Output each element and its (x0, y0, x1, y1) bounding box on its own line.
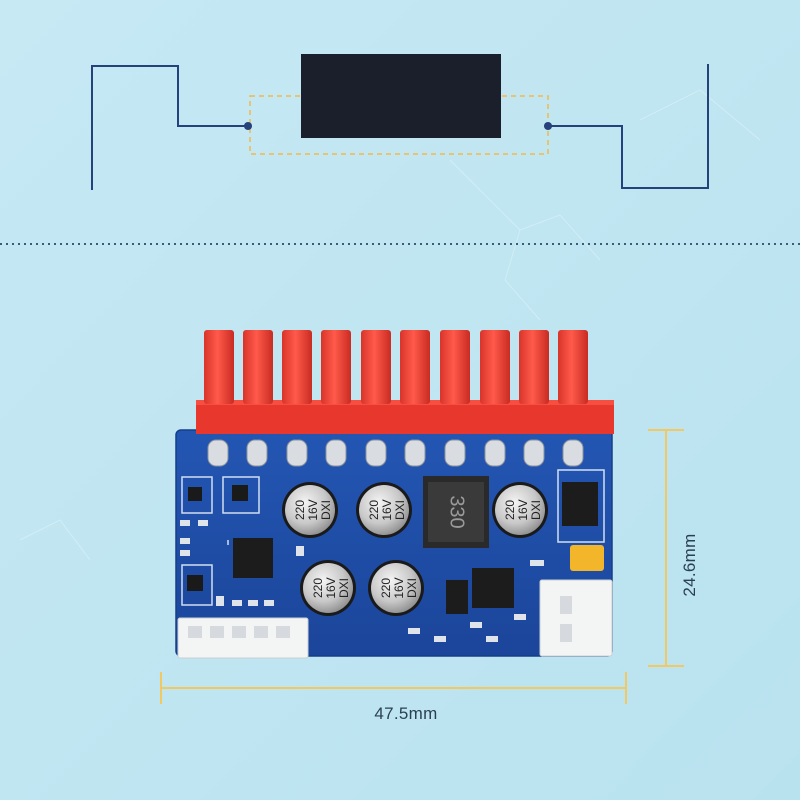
width-dimension-label: 47.5mm (374, 704, 438, 723)
capacitor-3-voltage: 16V (516, 499, 530, 520)
capacitor-4-voltage: 16V (324, 577, 338, 598)
smd-components (180, 482, 604, 642)
height-dimension-label: 24.6mm (680, 533, 699, 597)
capacitor-3-value: 220 (503, 500, 517, 520)
capacitor-4-value: 220 (311, 578, 325, 598)
left-wire (91, 65, 248, 190)
capacitor-4-brand: DXI (337, 578, 351, 598)
wiring-schematic (91, 54, 709, 190)
capacitor-1-value: 220 (293, 500, 307, 520)
capacitor-2: 220 16V DXI (356, 482, 412, 538)
right-node (544, 122, 552, 130)
capacitor-2-voltage: 16V (380, 499, 394, 520)
capacitor-5: 220 16V DXI (368, 560, 424, 616)
pcb-board: 220 16V DXI 220 16V DXI 220 16 (175, 330, 614, 659)
ic-chip-left (233, 538, 273, 578)
capacitor-3-brand: DXI (529, 500, 543, 520)
solder-joints (207, 439, 584, 467)
capacitor-5-value: 220 (379, 578, 393, 598)
capacitor-2-brand: DXI (393, 500, 407, 520)
ic-chip-right (472, 568, 514, 608)
left-node (244, 122, 252, 130)
capacitor-1-brand: DXI (319, 500, 333, 520)
dimension-lines (160, 429, 684, 704)
connector-base (196, 400, 614, 434)
capacitor-5-brand: DXI (405, 578, 419, 598)
jst-connector-right (539, 579, 613, 657)
inductor-marking: 330 (446, 495, 468, 528)
module-block (301, 54, 501, 138)
inductor: 330 (423, 476, 489, 548)
capacitor-2-value: 220 (367, 500, 381, 520)
capacitor-4: 220 16V DXI (300, 560, 356, 616)
ic-chip-top-right (562, 482, 598, 526)
capacitor-1-voltage: 16V (306, 499, 320, 520)
capacitor-3: 220 16V DXI (492, 482, 548, 538)
tantalum-capacitor (570, 545, 604, 571)
background-texture (19, 89, 761, 561)
jst-connector-bottom (177, 617, 309, 659)
connector-pins (204, 330, 588, 404)
capacitor-5-voltage: 16V (392, 577, 406, 598)
capacitor-1: 220 16V DXI (282, 482, 338, 538)
right-wire (548, 64, 709, 189)
